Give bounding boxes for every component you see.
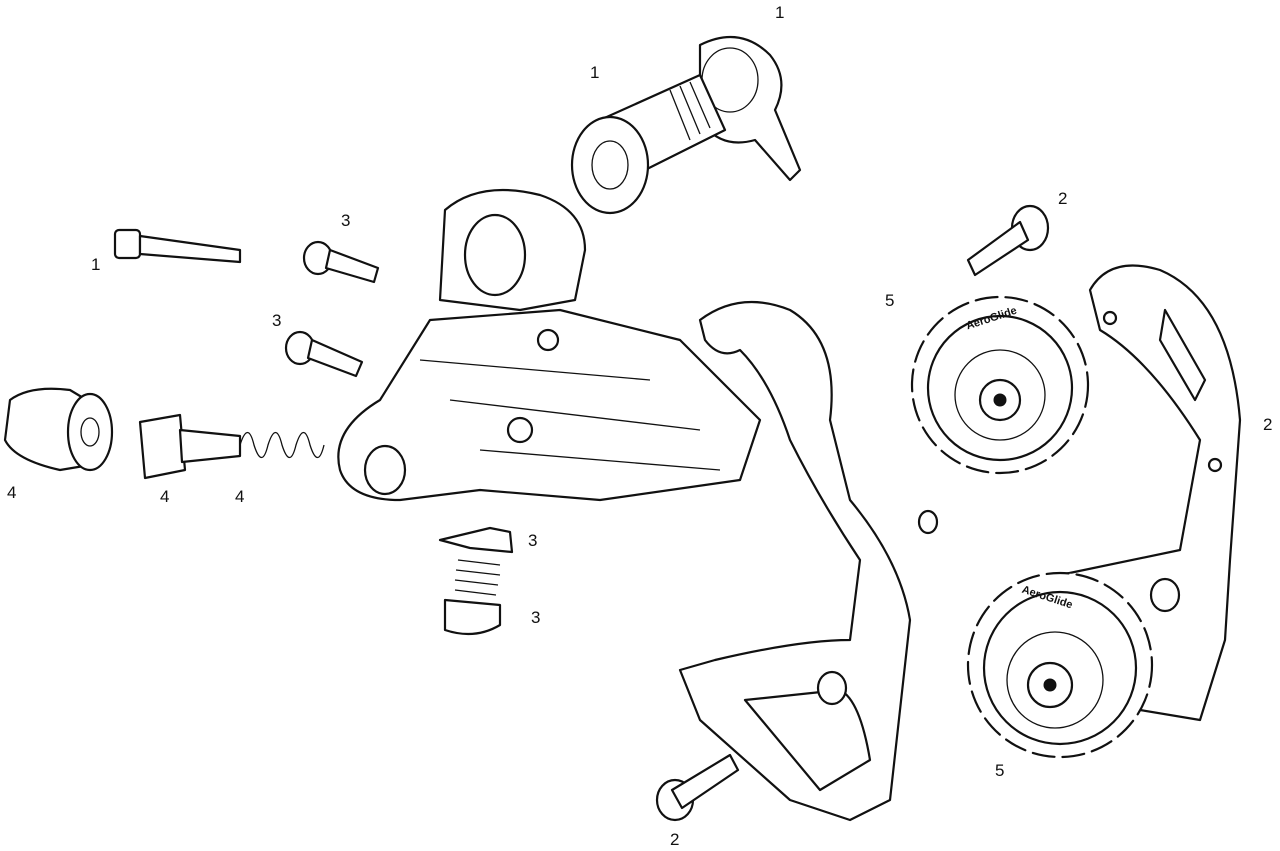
callout-pulley-bolt-top: 2 (1058, 189, 1067, 208)
limit-screw-upper-part (302, 240, 380, 284)
callout-barrel-adjuster-cap: 4 (7, 483, 16, 502)
callout-limit-screw-upper: 3 (341, 211, 350, 230)
lower-pulley-part: AeroGlide (966, 571, 1154, 759)
callout-cage-outer-plate: 2 (1263, 415, 1272, 434)
callout-b-bolt-axle: 1 (590, 63, 599, 82)
b-tension-screw-part (113, 228, 242, 264)
callout-barrel-spring: 4 (235, 487, 244, 506)
callout-cable-clamp-bolt: 3 (531, 608, 540, 627)
upper-pulley-part: AeroGlide (910, 295, 1090, 475)
inner-cage-part (678, 300, 939, 822)
cable-clamp-bolt-part (443, 559, 502, 636)
barrel-spring-part (239, 431, 325, 459)
pulley-bolt-top-part (966, 204, 1050, 277)
barrel-adjuster-cap-part (3, 387, 114, 472)
callout-barrel-adjuster: 4 (160, 487, 169, 506)
b-bolt-axle-part (570, 73, 727, 215)
callout-cable-clamp-plate: 3 (528, 531, 537, 550)
callout-pulley-bolt-bottom: 2 (670, 830, 679, 849)
callout-limit-screw-lower: 3 (272, 311, 281, 330)
barrel-adjuster-part (138, 413, 242, 480)
limit-screw-lower-part (284, 330, 364, 378)
callout-upper-pulley: 5 (885, 291, 894, 310)
pulley-bolt-bottom-part (655, 753, 740, 822)
callout-b-tension-screw: 1 (91, 255, 100, 274)
callout-b-bolt-spring: 1 (775, 3, 784, 22)
derailleur-main-body (337, 188, 762, 502)
callout-lower-pulley: 5 (995, 761, 1004, 780)
cable-clamp-plate-part (438, 526, 514, 554)
